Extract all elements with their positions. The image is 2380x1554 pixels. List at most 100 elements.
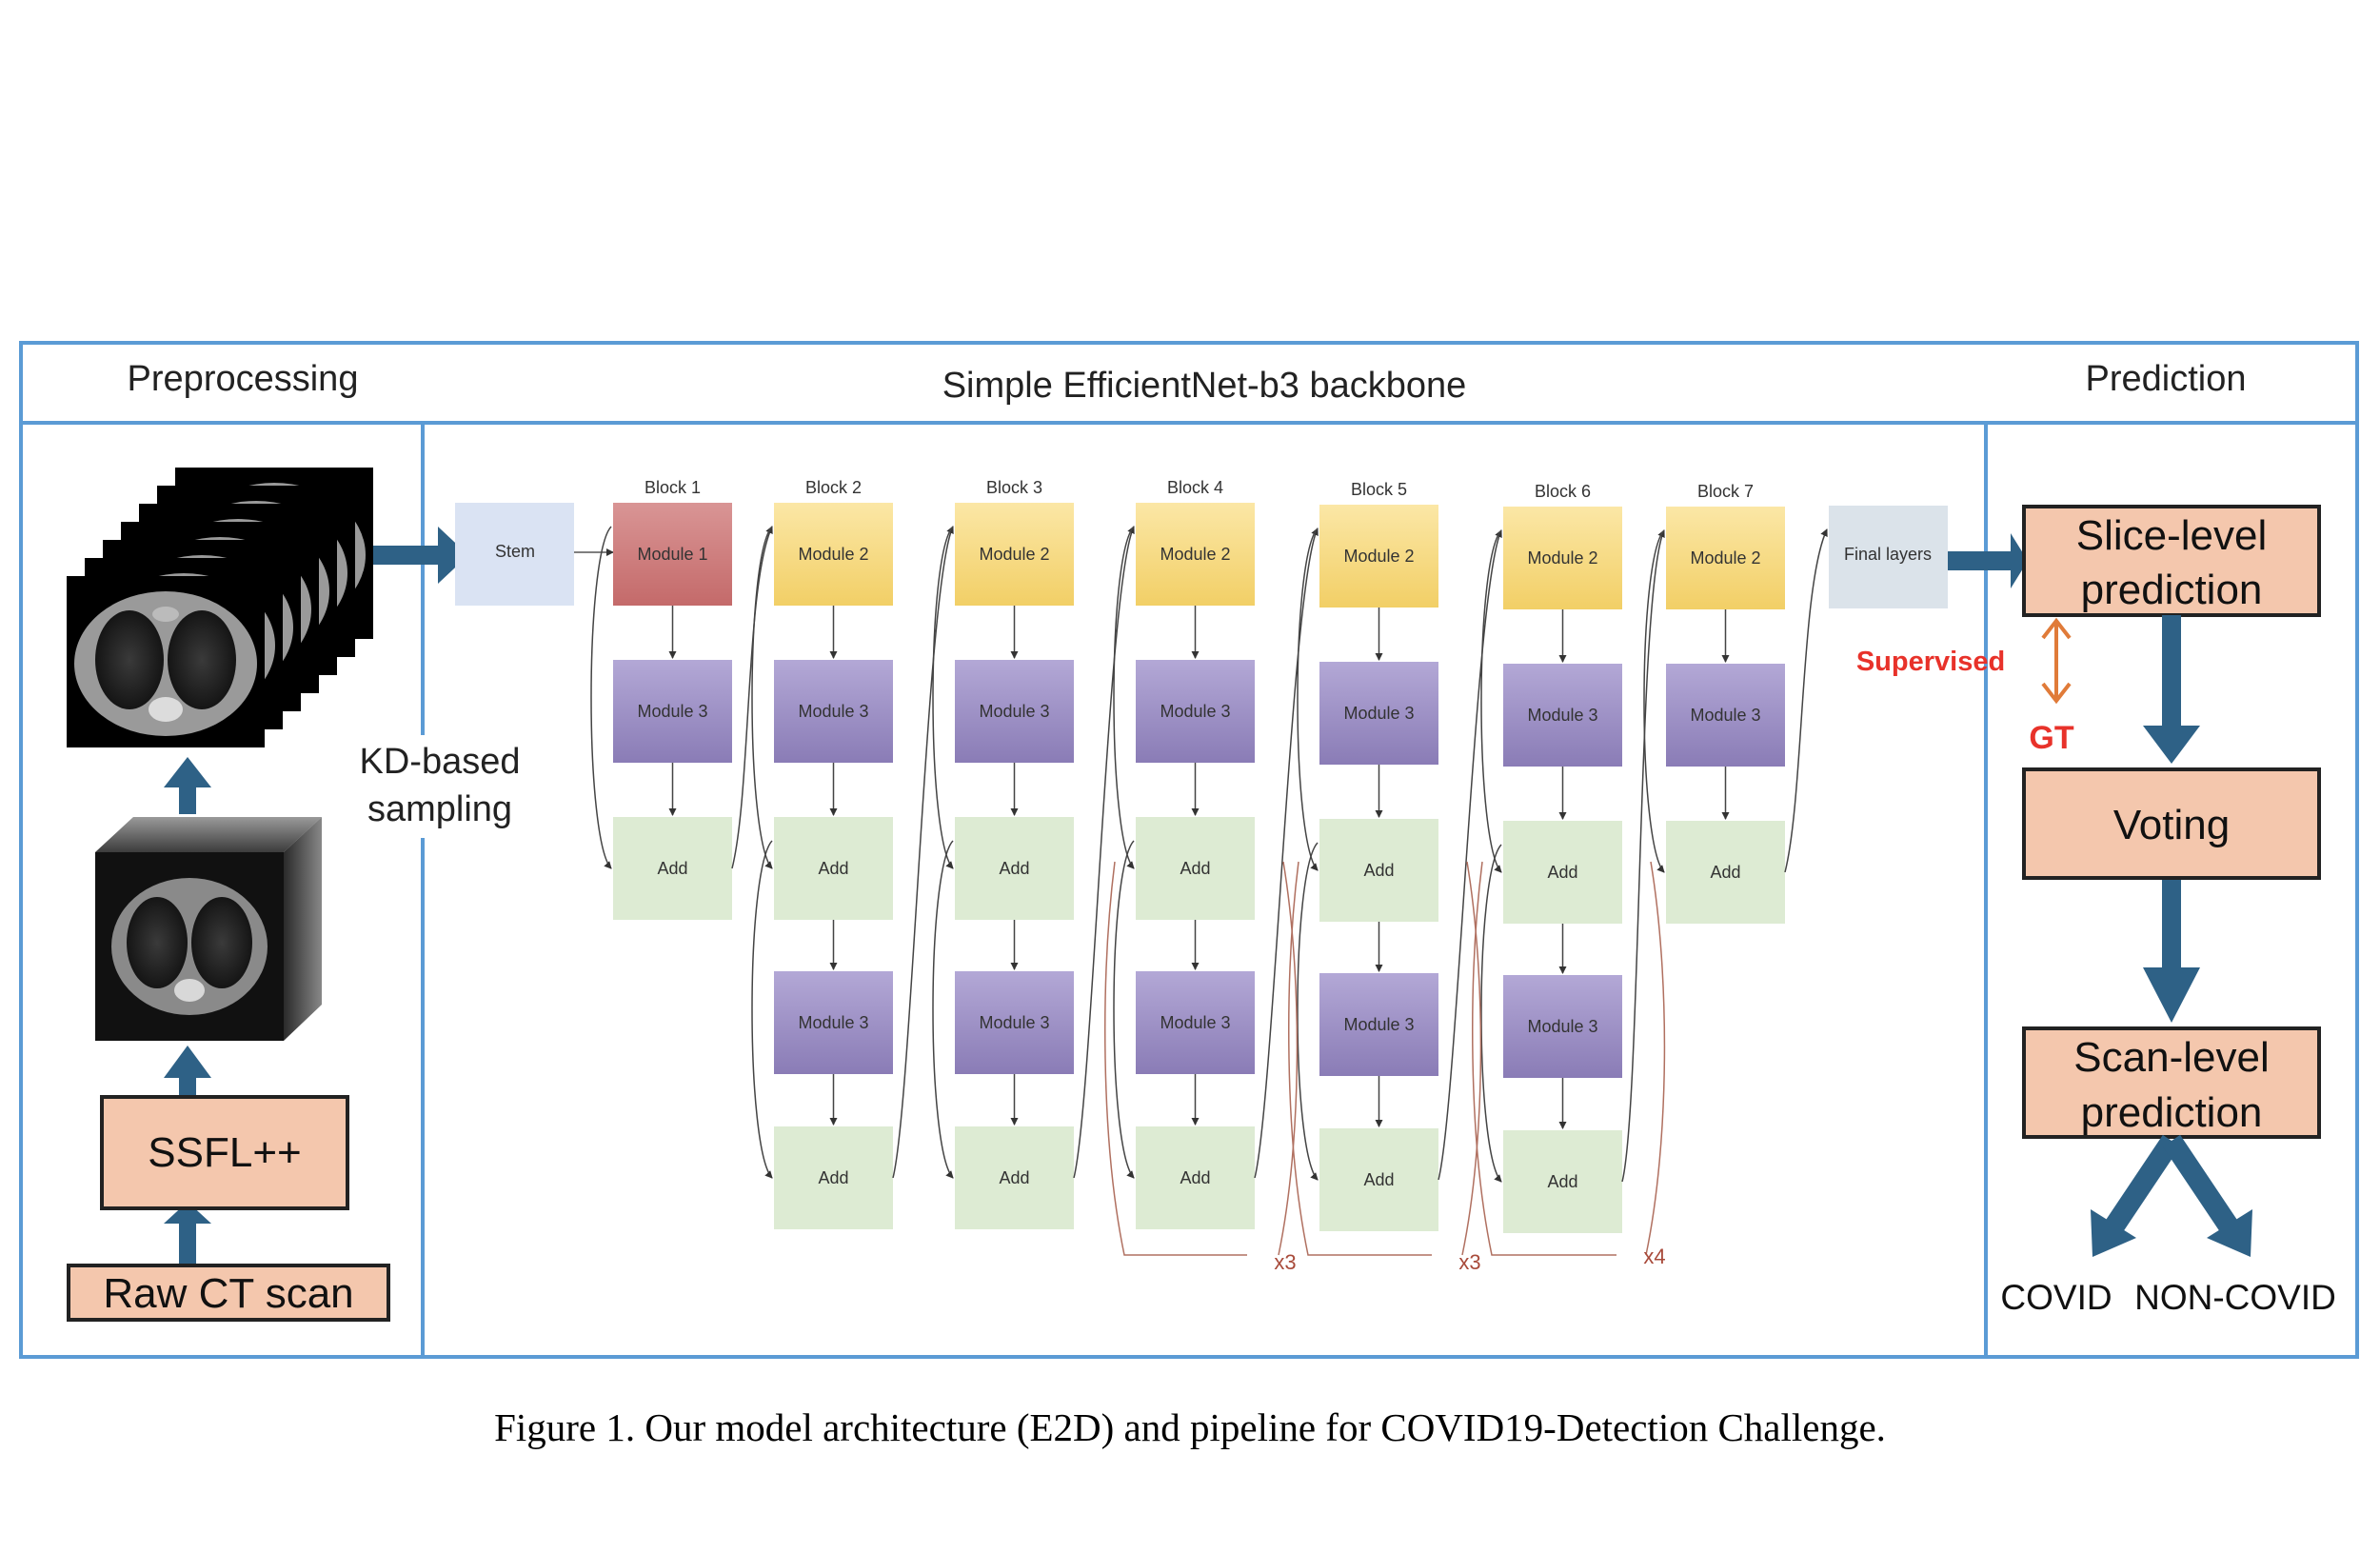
module-label: Module 3 — [979, 702, 1049, 721]
preprocessing-arrows — [164, 757, 211, 1265]
block-connector — [1438, 529, 1502, 1181]
skip-curve — [1480, 529, 1502, 873]
slice-prediction-line1: Slice-level — [2076, 512, 2268, 559]
module-label: Module 3 — [1343, 704, 1414, 723]
module-label: Module 3 — [1343, 1015, 1414, 1034]
module-2-box — [1666, 507, 1785, 609]
gt-label: GT — [2029, 720, 2073, 756]
module-label: Add — [1547, 863, 1577, 882]
add-box — [774, 1126, 893, 1229]
add-box — [613, 817, 732, 920]
final-layers-label: Final layers — [1844, 545, 1932, 564]
add-box — [1319, 819, 1438, 922]
module-label: Module 3 — [637, 702, 707, 721]
repeat-label: x3 — [1458, 1250, 1480, 1274]
module-label: Module 1 — [637, 545, 707, 564]
skip-connections — [590, 526, 1828, 1183]
module-label: Add — [1180, 859, 1210, 878]
module-3-box — [955, 660, 1074, 763]
module-3-box — [774, 971, 893, 1074]
add-box — [1136, 817, 1255, 920]
prediction-arrows — [2143, 615, 2200, 1023]
ssfl-box — [100, 1095, 349, 1210]
final-layers-box — [1829, 506, 1948, 608]
block-label: Block 7 — [1697, 482, 1754, 501]
module-1-box — [613, 503, 732, 606]
module-label: Add — [1363, 861, 1394, 880]
ct-volume-cube — [95, 817, 322, 1041]
outer-frame — [19, 341, 2359, 1359]
skip-curve — [932, 526, 954, 869]
ct-slice — [67, 576, 265, 747]
module-label: Module 2 — [1343, 547, 1414, 566]
module-2-box — [955, 503, 1074, 606]
module-label: Module 2 — [1690, 548, 1760, 568]
skip-curve — [1113, 840, 1135, 1179]
skip-curve — [1480, 844, 1502, 1183]
module-3-box — [774, 660, 893, 763]
module-label: Module 3 — [1690, 706, 1760, 725]
panel-title-backbone: Simple EfficientNet-b3 backbone — [942, 366, 1467, 406]
block-connector — [731, 526, 773, 869]
block-connector — [1784, 528, 1828, 873]
add-box — [1503, 821, 1622, 924]
repeat-brackets — [1104, 861, 1666, 1256]
module-label: Module 3 — [1527, 706, 1597, 725]
arrow-to-slice-prediction — [1948, 533, 2028, 588]
skip-curve — [1113, 526, 1135, 869]
module-2-box — [1503, 507, 1622, 609]
module-label: Module 3 — [1160, 702, 1230, 721]
block-connector — [1073, 526, 1135, 1179]
stem-box — [455, 503, 574, 606]
module-label: Add — [657, 859, 687, 878]
kd-label-bg — [345, 735, 503, 838]
add-box — [1319, 1128, 1438, 1231]
module-label: Module 2 — [979, 545, 1049, 564]
ct-slice-stack — [67, 468, 373, 747]
module-label: Add — [818, 1168, 848, 1187]
repeat-bracket — [1288, 861, 1482, 1256]
skip-curve — [1643, 529, 1665, 873]
block-connector — [1621, 529, 1665, 1183]
add-box — [955, 1126, 1074, 1229]
module-label: Add — [1180, 1168, 1210, 1187]
raw-ct-box — [67, 1264, 390, 1322]
stem-label: Stem — [495, 542, 535, 561]
skip-curve — [1297, 842, 1319, 1181]
figure-caption: Figure 1. Our model architecture (E2D) a… — [494, 1405, 1886, 1449]
noncovid-label: NON-COVID — [2134, 1278, 2336, 1317]
module-3-box — [1319, 973, 1438, 1076]
module-3-box — [1136, 660, 1255, 763]
add-box — [1666, 821, 1785, 924]
voting-box — [2022, 767, 2321, 880]
module-2-box — [1136, 503, 1255, 606]
module-label: Module 2 — [1527, 548, 1597, 568]
block-label: Block 5 — [1351, 480, 1407, 499]
block-label: Block 4 — [1167, 478, 1223, 497]
repeat-label: x4 — [1643, 1245, 1665, 1268]
skip-curve — [932, 840, 954, 1179]
supervised-label: Supervised — [1856, 647, 2005, 677]
module-label: Module 2 — [798, 545, 868, 564]
voting-label: Voting — [2113, 802, 2230, 848]
module-3-box — [955, 971, 1074, 1074]
module-3-box — [613, 660, 732, 763]
split-arrowheads — [2091, 1209, 2252, 1257]
split-arrows — [2102, 1134, 2241, 1237]
block-connector — [1254, 528, 1319, 1179]
covid-label: COVID — [2000, 1278, 2112, 1317]
kd-label-line2: sampling — [367, 789, 512, 829]
raw-ct-label: Raw CT scan — [103, 1270, 353, 1317]
module-label: Module 3 — [798, 702, 868, 721]
module-label: Add — [1363, 1170, 1394, 1189]
add-box — [774, 817, 893, 920]
block-label: Block 6 — [1535, 482, 1591, 501]
module-label: Module 3 — [1160, 1013, 1230, 1032]
